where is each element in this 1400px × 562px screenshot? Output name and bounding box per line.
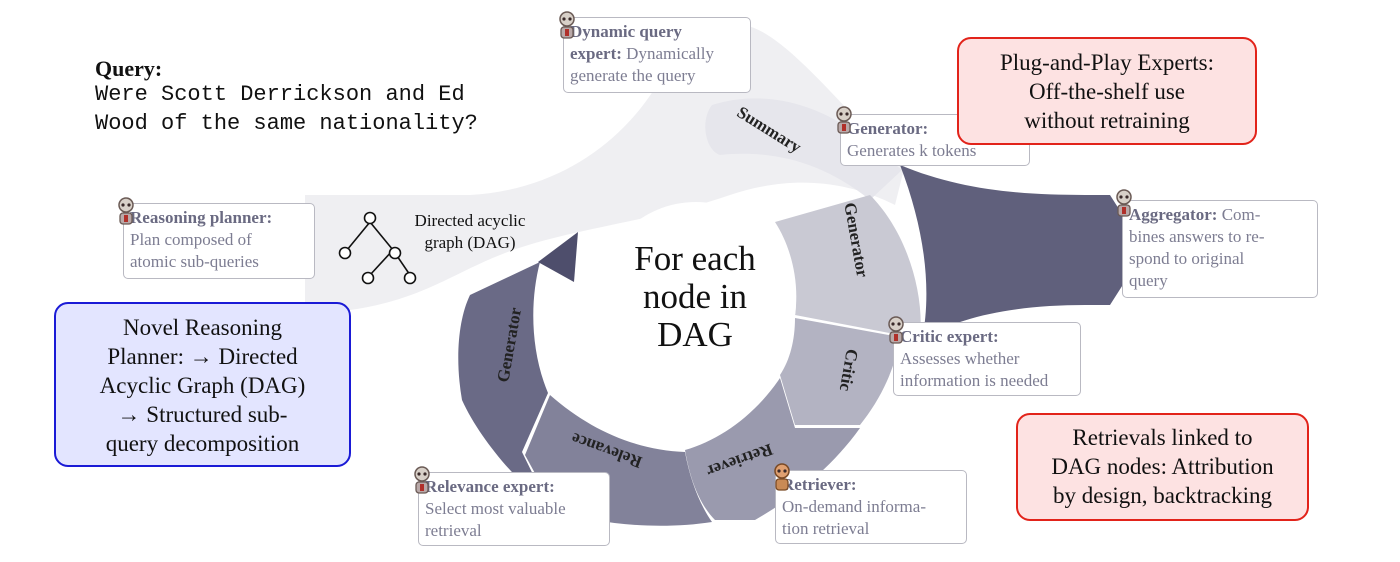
expert-box-reasoning-planner: Reasoning planner: Plan composed of atom… — [123, 203, 315, 279]
expert-desc: tion retrieval — [782, 519, 870, 538]
dag-label-line: graph (DAG) — [424, 233, 516, 252]
center-text: For each node in DAG — [610, 240, 780, 354]
expert-box-relevance: Relevance expert: Select most valuable r… — [418, 472, 610, 546]
dag-node-child-a — [361, 271, 375, 285]
callout-line: → Structured sub- — [117, 402, 288, 427]
dag-node-child-b — [403, 271, 417, 285]
callout-line: query decomposition — [105, 431, 300, 456]
robot-icon — [559, 11, 575, 39]
callout-line: Off-the-shelf use — [1028, 79, 1186, 104]
expert-name: Generator: — [847, 119, 929, 138]
callout-line: Planner: → Directed — [107, 344, 298, 369]
robot-icon — [888, 316, 904, 344]
callout-novel-planner: Novel Reasoning Planner: → Directed Acyc… — [54, 302, 351, 467]
expert-box-generator: Generator: Generates k tokens — [840, 114, 1030, 166]
callout-line: by design, backtracking — [1052, 483, 1273, 508]
callout-retrievals: Retrievals linked to DAG nodes: Attribut… — [1016, 413, 1309, 521]
callout-line: Retrievals linked to — [1072, 425, 1253, 450]
expert-name: expert: — [570, 44, 622, 63]
robot-icon — [774, 463, 790, 491]
expert-desc: On-demand informa- — [782, 497, 926, 516]
center-text-line: DAG — [657, 315, 733, 354]
flow-band-light — [305, 25, 905, 310]
robot-icon — [118, 197, 134, 225]
expert-box-dynamic-query: Dynamic query expert: Dynamically genera… — [563, 17, 751, 93]
ring-segment-summary — [705, 98, 902, 200]
expert-name: Relevance expert: — [425, 477, 555, 496]
dag-tree-icon — [338, 211, 417, 285]
expert-desc: Dynamically — [626, 44, 714, 63]
expert-name: Dynamic query — [570, 22, 682, 41]
expert-desc: query — [1129, 271, 1168, 290]
expert-box-aggregator: Aggregator: Com- bines answers to re- sp… — [1122, 200, 1318, 298]
ring-segment-retriever — [685, 378, 860, 520]
expert-name: Reasoning planner: — [130, 208, 273, 227]
expert-desc: Select most valuable — [425, 499, 566, 518]
expert-desc: Assesses whether — [900, 349, 1020, 368]
ring-arrowhead-left — [538, 232, 578, 282]
ring-segment-critic — [780, 318, 900, 425]
aggregator-arrow — [900, 165, 1145, 340]
ring — [458, 98, 921, 526]
callout-line: without retraining — [1024, 108, 1190, 133]
query-label: Query: — [95, 56, 163, 81]
callout-plug-and-play: Plug-and-Play Experts: Off-the-shelf use… — [957, 37, 1257, 145]
expert-desc: Plan composed of — [130, 230, 252, 249]
expert-box-critic: Critic expert: Assesses whether informat… — [893, 322, 1081, 396]
robot-icon — [414, 466, 430, 494]
callout-line: Plug-and-Play Experts: — [1000, 50, 1214, 75]
callout-line: DAG nodes: Attribution — [1051, 454, 1274, 479]
center-text-line: For each — [634, 239, 756, 278]
expert-desc: information is needed — [900, 371, 1049, 390]
robot-icon — [836, 106, 852, 134]
dag-label: Directed acyclic graph (DAG) — [405, 210, 535, 254]
expert-desc: Generates k tokens — [847, 141, 977, 160]
expert-desc: spond to original — [1129, 249, 1245, 268]
expert-desc: retrieval — [425, 521, 482, 540]
callout-line: Novel Reasoning — [122, 315, 283, 340]
expert-name: Aggregator: — [1129, 205, 1218, 224]
dag-node-left — [338, 246, 352, 260]
expert-desc: Com- — [1221, 205, 1261, 224]
dag-label-line: Directed acyclic — [414, 211, 526, 230]
dag-node-right — [388, 246, 402, 260]
robot-icon — [1116, 189, 1132, 217]
ring-segment-generator-left — [458, 262, 548, 505]
callout-line: Acyclic Graph (DAG) — [99, 373, 306, 398]
expert-desc: bines answers to re- — [1129, 227, 1265, 246]
dag-node-root — [363, 211, 377, 225]
ring-center-disc — [596, 202, 796, 402]
center-text-line: node in — [642, 277, 747, 316]
query-text: Were Scott Derrickson and Ed Wood of the… — [95, 82, 478, 136]
expert-desc: generate the query — [570, 66, 696, 85]
expert-desc: atomic sub-queries — [130, 252, 259, 271]
expert-name: Retriever: — [782, 475, 857, 494]
expert-name: Critic expert: — [900, 327, 999, 346]
ring-segment-generator-top — [775, 195, 921, 340]
expert-box-retriever: Retriever: On-demand informa- tion retri… — [775, 470, 967, 544]
